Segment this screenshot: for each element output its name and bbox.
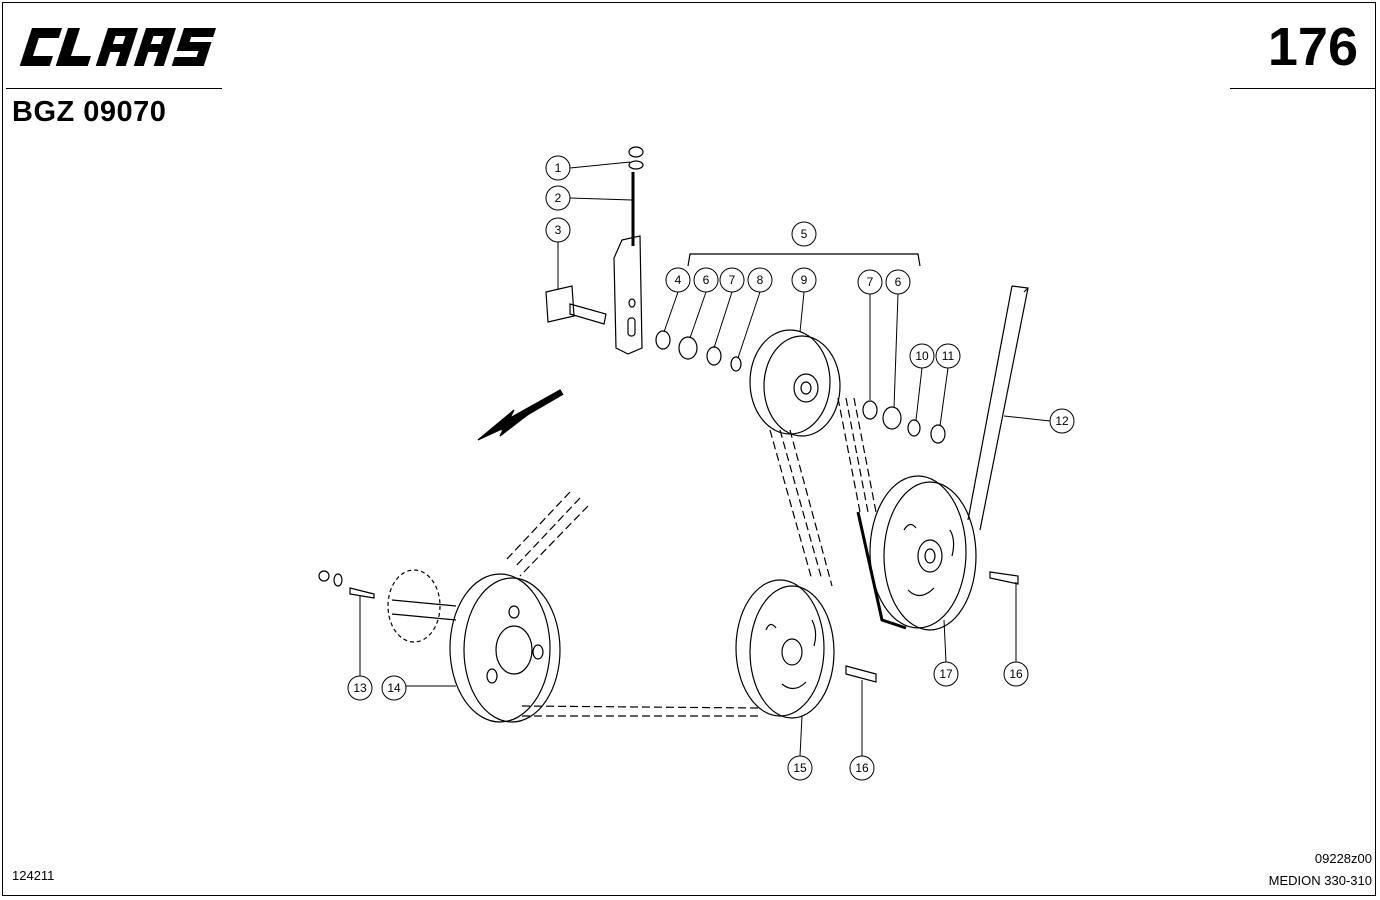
washer-part bbox=[730, 356, 742, 372]
callout-2: 2 bbox=[545, 185, 571, 211]
callout-14: 14 bbox=[381, 675, 407, 701]
bearing-part bbox=[678, 336, 698, 360]
svg-text:12: 12 bbox=[1055, 414, 1069, 428]
callout-9: 9 bbox=[791, 267, 817, 293]
page-number: 176 bbox=[1267, 17, 1358, 77]
svg-text:10: 10 bbox=[915, 349, 929, 363]
callout-8: 8 bbox=[747, 267, 773, 293]
t-bolt-part bbox=[545, 285, 607, 325]
idler-pulley bbox=[749, 329, 841, 437]
bearing-part-2 bbox=[882, 406, 902, 430]
washer-part-2 bbox=[907, 419, 921, 437]
svg-text:3: 3 bbox=[555, 223, 562, 237]
bolt-16-right bbox=[989, 571, 1019, 585]
callout-1: 1 bbox=[545, 155, 571, 181]
svg-text:6: 6 bbox=[895, 275, 902, 289]
header-rule-left bbox=[6, 88, 222, 89]
svg-text:7: 7 bbox=[729, 273, 736, 287]
svg-text:7: 7 bbox=[867, 275, 874, 289]
footer-left-code: 124211 bbox=[12, 868, 55, 883]
svg-text:17: 17 bbox=[939, 667, 953, 681]
callout-6-right: 6 bbox=[885, 269, 911, 295]
bolt-16-left bbox=[845, 665, 877, 683]
direction-arrow-shaft bbox=[498, 389, 564, 431]
svg-text:11: 11 bbox=[942, 349, 955, 363]
drawing-reference: 09228z00 bbox=[1314, 851, 1372, 866]
drive-pulley-15 bbox=[735, 579, 835, 719]
callout-7-right: 7 bbox=[857, 269, 883, 295]
model-name: MEDION 330-310 bbox=[1268, 873, 1372, 888]
svg-text:16: 16 bbox=[855, 761, 869, 775]
svg-text:1: 1 bbox=[555, 161, 562, 175]
header-rule-right bbox=[1230, 88, 1376, 89]
tensioner-bracket bbox=[613, 235, 643, 355]
callout-12: 12 bbox=[1049, 408, 1075, 434]
claas-logo bbox=[19, 28, 217, 66]
svg-text:14: 14 bbox=[387, 681, 401, 695]
svg-text:6: 6 bbox=[703, 273, 710, 287]
callout-10: 10 bbox=[909, 343, 935, 369]
svg-text:5: 5 bbox=[801, 227, 808, 241]
circlip-part-2 bbox=[862, 400, 878, 420]
callout-13: 13 bbox=[347, 675, 373, 701]
callout-17: 17 bbox=[933, 661, 959, 687]
callout-15: 15 bbox=[787, 755, 813, 781]
bushing-part bbox=[655, 330, 671, 350]
callout-5: 5 bbox=[791, 221, 817, 247]
leader-lines bbox=[359, 161, 1051, 757]
nut-part bbox=[628, 146, 644, 170]
svg-text:2: 2 bbox=[555, 191, 562, 205]
callout-7-left: 7 bbox=[719, 267, 745, 293]
drive-pulley-14 bbox=[449, 573, 561, 723]
v-belt bbox=[967, 285, 1029, 531]
belt-around-pulley-17 bbox=[856, 511, 907, 630]
hub-assembly bbox=[318, 569, 457, 643]
nut-part-2 bbox=[930, 424, 946, 444]
drive-pulley-17 bbox=[869, 475, 977, 631]
svg-text:8: 8 bbox=[757, 273, 764, 287]
svg-text:13: 13 bbox=[353, 681, 367, 695]
belt-paths bbox=[505, 397, 877, 717]
callout-6-left: 6 bbox=[693, 267, 719, 293]
footer-right: 09228z00 MEDION 330-310 bbox=[1269, 848, 1372, 892]
group-bracket-5 bbox=[687, 253, 921, 267]
svg-text:16: 16 bbox=[1009, 667, 1023, 681]
circlip-part bbox=[706, 346, 722, 366]
callout-4: 4 bbox=[665, 267, 691, 293]
svg-text:4: 4 bbox=[675, 273, 682, 287]
svg-text:15: 15 bbox=[793, 761, 807, 775]
callout-16-right: 16 bbox=[1003, 661, 1029, 687]
callout-11: 11 bbox=[935, 343, 961, 369]
callout-16-left: 16 bbox=[849, 755, 875, 781]
document-code: BGZ 09070 bbox=[12, 96, 167, 128]
svg-text:9: 9 bbox=[801, 273, 808, 287]
callout-3: 3 bbox=[545, 217, 571, 243]
